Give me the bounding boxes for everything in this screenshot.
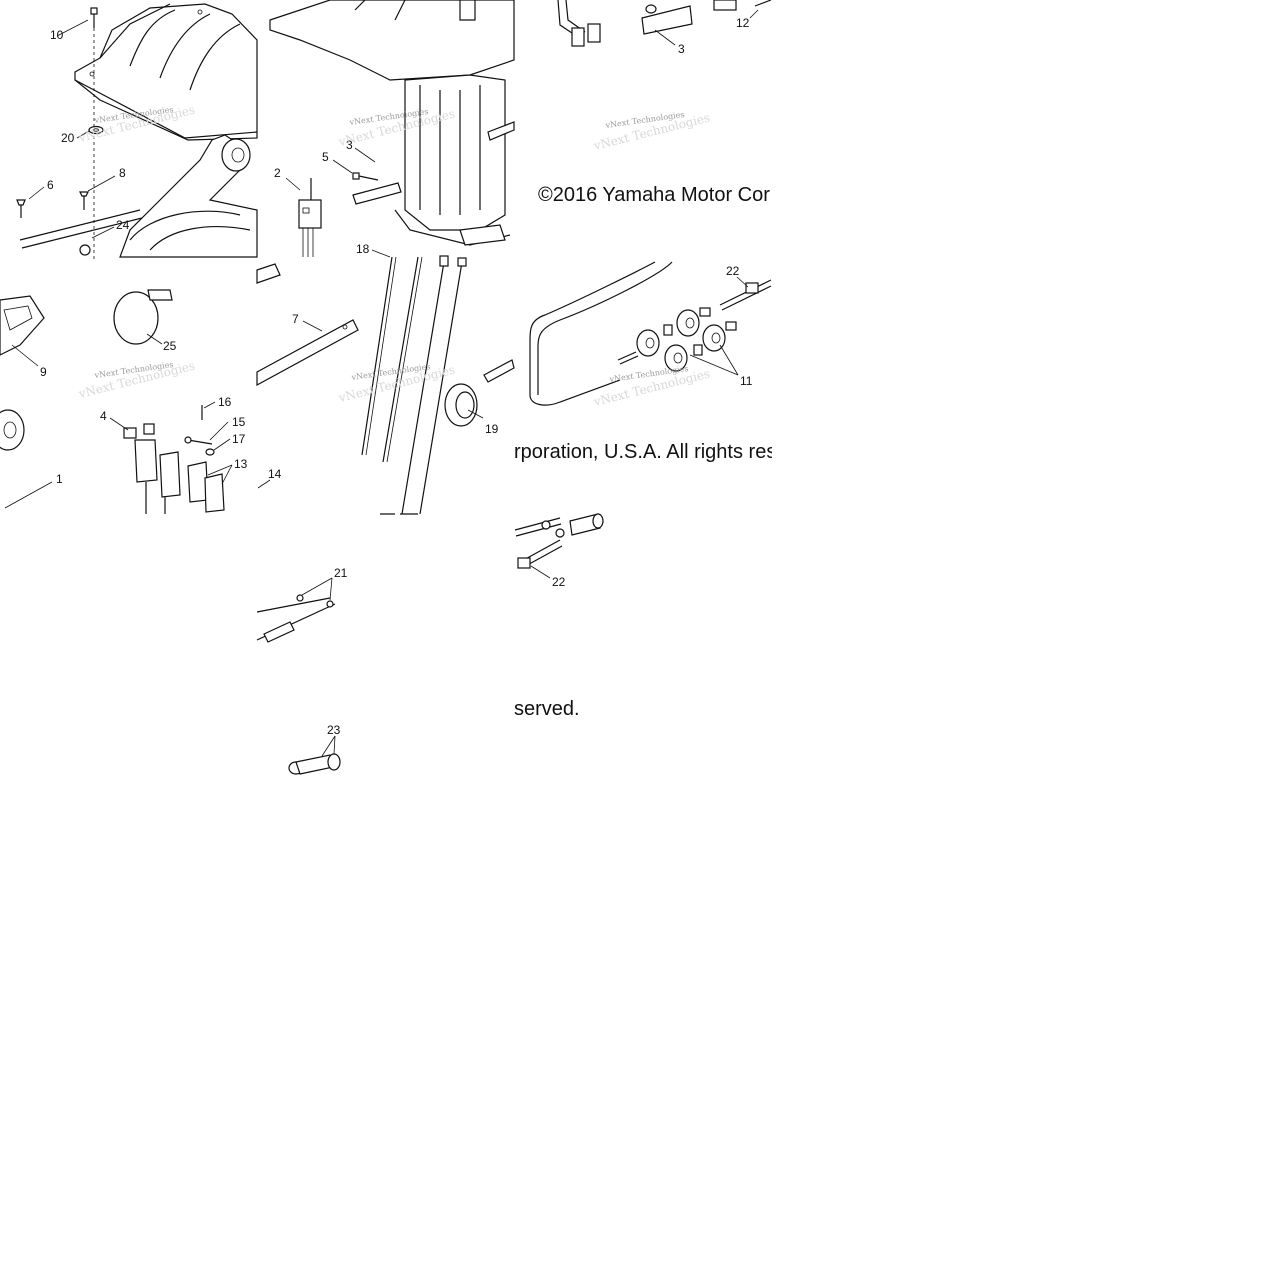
copyright-text-part1: ©2016 Yamaha Motor Cor xyxy=(538,184,770,206)
pin-4 xyxy=(123,423,155,439)
callout-20: 20 xyxy=(61,131,75,145)
callout-13: 13 xyxy=(234,457,248,471)
callout-12: 12 xyxy=(736,16,750,30)
callout-2: 2 xyxy=(274,166,281,180)
callout-18: 18 xyxy=(356,242,370,256)
fitting-11 xyxy=(617,307,737,372)
callout-5: 5 xyxy=(322,150,329,164)
control-housing xyxy=(269,0,515,246)
callout-19: 19 xyxy=(485,422,499,436)
callout-24: 24 xyxy=(116,218,130,232)
copyright-text-part2: rporation, U.S.A. All rights res xyxy=(514,441,772,463)
callout-21: 21 xyxy=(334,566,348,580)
bracket-3 xyxy=(352,182,402,205)
copyright-text-part3: served. xyxy=(514,698,580,720)
callout-3: 3 xyxy=(346,138,353,152)
screw-8 xyxy=(79,191,89,210)
callout-6: 6 xyxy=(47,178,54,192)
base-plate xyxy=(256,263,281,284)
callout-1: 1 xyxy=(56,472,63,486)
callout-10: 10 xyxy=(50,28,64,42)
screw-6 xyxy=(16,199,26,218)
callout-9: 9 xyxy=(40,365,47,379)
callout-25: 25 xyxy=(163,339,177,353)
callout-15: 15 xyxy=(232,415,246,429)
callout-22b: 22 xyxy=(552,575,566,589)
plate-24 xyxy=(19,209,143,256)
cable-end-22b xyxy=(514,513,604,569)
callout-16: 16 xyxy=(218,395,232,409)
clevis-13 xyxy=(187,461,225,513)
lever-hub xyxy=(0,409,25,451)
callout-22a: 22 xyxy=(726,264,740,278)
bolt-5 xyxy=(352,172,379,181)
callout-3b: 3 xyxy=(678,42,685,56)
switch-2 xyxy=(298,178,322,257)
callout-4: 4 xyxy=(100,409,107,423)
cable-tie-25 xyxy=(113,289,173,345)
cable-loop xyxy=(529,261,673,406)
cable-end xyxy=(483,359,515,383)
washer-17 xyxy=(205,448,215,456)
control-cover-top xyxy=(74,3,258,141)
cables-18 xyxy=(361,255,467,515)
cover-plate-9 xyxy=(0,295,45,356)
pin-15 xyxy=(184,436,213,445)
callout-7: 7 xyxy=(292,312,299,326)
shift-block xyxy=(134,439,181,514)
bracket-3b xyxy=(641,4,693,35)
callout-14: 14 xyxy=(268,467,282,481)
callout-17: 17 xyxy=(232,432,246,446)
stud-23 xyxy=(288,753,341,775)
grommet-19 xyxy=(444,383,478,427)
callout-23: 23 xyxy=(327,723,341,737)
plate-7 xyxy=(256,319,359,387)
cable-end-22 xyxy=(719,279,772,311)
callout-11: 11 xyxy=(740,374,753,388)
control-lever-body xyxy=(119,134,258,258)
washer-20 xyxy=(88,125,104,135)
wire-harness xyxy=(557,0,601,47)
connector-12 xyxy=(713,0,772,11)
cable-21 xyxy=(256,513,418,643)
callout-8: 8 xyxy=(119,166,126,180)
